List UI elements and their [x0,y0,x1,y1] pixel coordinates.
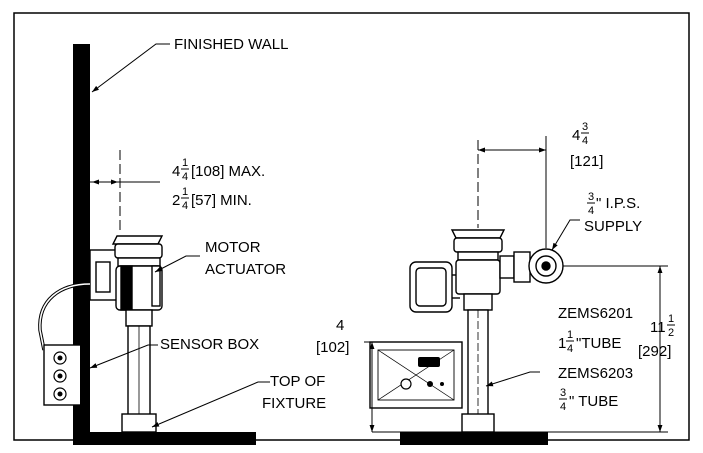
total-whole: 11 [650,319,666,336]
max-whole: 4 [172,163,180,180]
ips-num: 3 [588,191,594,203]
label-top-of: TOP OF [270,373,325,390]
min-whole: 2 [172,192,180,209]
label-motor: MOTOR [205,239,261,256]
min-den: 4 [182,200,188,212]
label-finished-wall: FINISHED WALL [174,36,288,53]
label-actuator: ACTUATOR [205,261,286,278]
label-tube-1: "TUBE [576,335,621,352]
total-den: 2 [668,327,674,339]
ips-den: 4 [588,205,594,217]
side-view [38,43,270,445]
min-num: 1 [182,186,188,198]
max-num: 1 [182,157,188,169]
max-den: 4 [182,171,188,183]
top-mm: [121] [570,153,603,170]
flush-valve-front [409,229,564,433]
label-model-2: ZEMS6203 [558,365,633,382]
sensor-height-mm: [102] [316,339,349,356]
front-view [364,136,668,445]
tube2-num: 3 [560,387,566,399]
min-dimension: [57] MIN. [191,192,252,209]
label-sensor-box: SENSOR BOX [160,336,259,353]
label-tube-2: " TUBE [569,393,618,410]
total-num: 1 [668,313,674,325]
tube2-den: 4 [560,401,566,413]
label-supply: SUPPLY [584,218,642,235]
tube1-den: 4 [567,343,573,355]
fixture-base-front [400,432,548,445]
top-num: 3 [582,121,588,133]
flush-valve-side [89,235,164,433]
sensor-box-side [38,282,91,406]
sensor-height-in: 4 [336,317,344,334]
label-fixture: FIXTURE [262,395,326,412]
label-model-1: ZEMS6201 [558,305,633,322]
drawing-border [13,12,690,441]
label-ips: " I.P.S. [596,195,640,212]
tube1-num: 1 [567,329,573,341]
fixture-base [73,432,256,445]
top-den: 4 [582,135,588,147]
top-whole: 4 [572,127,580,144]
tube1-whole: 1 [558,335,566,352]
sensor-plate [369,341,463,409]
total-mm: [292] [638,343,671,360]
finished-wall [73,44,90,433]
max-dimension: [108] MAX. [191,163,265,180]
